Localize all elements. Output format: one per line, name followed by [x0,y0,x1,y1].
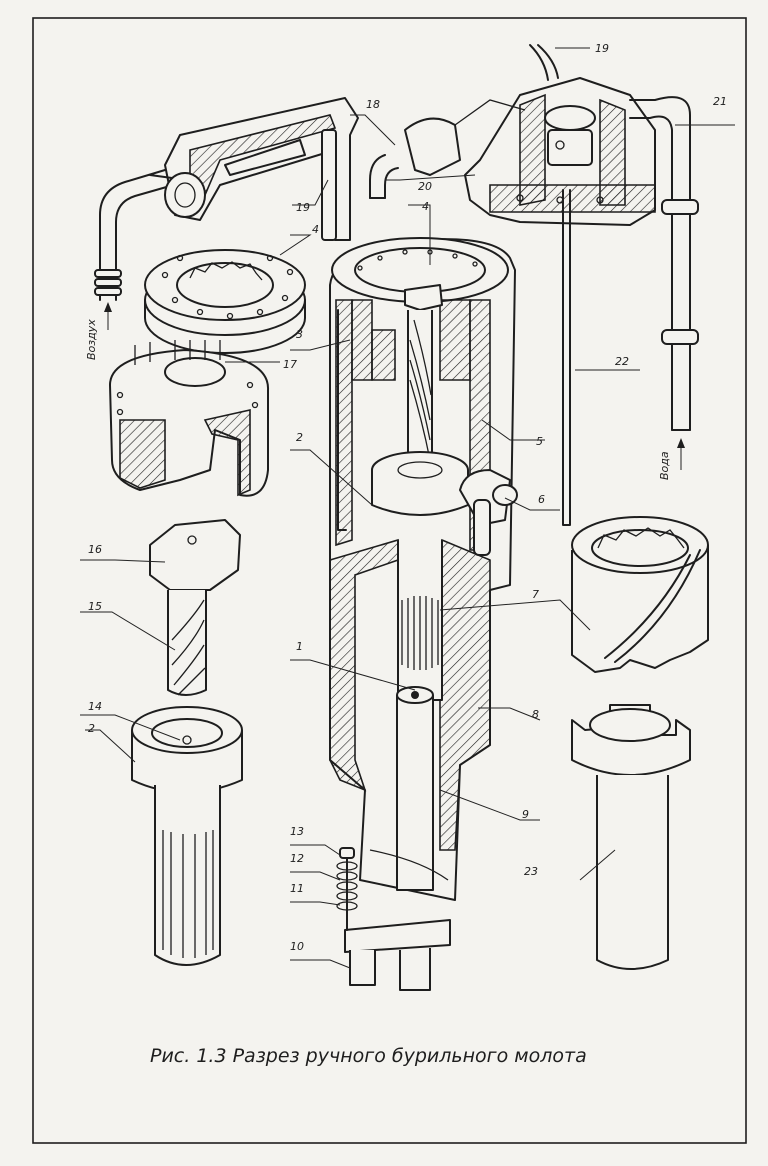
callout-6: 6 [538,493,545,506]
callout-9: 9 [522,808,529,821]
water-valve-assembly [369,44,699,526]
hammer-piston-2-14 [131,706,243,966]
callout-22: 22 [615,355,629,368]
water-inlet-label: Вода [658,438,685,480]
callout-14: 14 [88,700,102,713]
water-label: Вода [658,451,671,480]
callout-11: 11 [290,882,304,895]
callout-4-center: 4 [422,200,429,213]
callout-10: 10 [290,940,304,953]
callout-17: 17 [283,358,297,371]
callout-1: 1 [296,640,303,653]
callout-5: 5 [536,435,543,448]
callout-19-left: 19 [296,201,310,214]
callout-labels: 18 19 4 3 17 2 4 20 19 21 22 5 6 7 8 1 9… [88,42,727,953]
callout-20: 20 [418,180,432,193]
hammer-body [329,237,518,991]
figure-caption: Рис. 1.3 Разрез ручного бурильного молот… [150,1045,587,1067]
air-inlet-assembly [94,97,359,301]
bit-holder-23 [571,704,691,970]
air-inlet-label: Воздух [85,302,112,360]
callout-8: 8 [532,708,539,721]
valve-box-17 [109,340,270,497]
callout-23: 23 [524,865,538,878]
rotation-nut-16-and-rod-15 [149,519,241,696]
callout-7: 7 [532,588,539,601]
callout-12: 12 [290,852,304,865]
leader-lines [80,47,735,969]
callout-2-center: 2 [296,431,303,444]
rotation-ring-4 [144,249,306,354]
callout-4-left: 4 [312,223,319,236]
callout-21: 21 [713,95,727,108]
air-label: Воздух [85,319,98,360]
callout-16: 16 [88,543,102,556]
callout-3: 3 [296,328,303,341]
callout-13: 13 [290,825,304,838]
drawing-frame [32,17,747,1144]
callout-18: 18 [366,98,380,111]
callout-15: 15 [88,600,102,613]
air-hose-rings [94,269,122,296]
turning-sleeve-7 [571,516,709,673]
callout-19-top: 19 [595,42,609,55]
callout-2-left: 2 [88,722,95,735]
